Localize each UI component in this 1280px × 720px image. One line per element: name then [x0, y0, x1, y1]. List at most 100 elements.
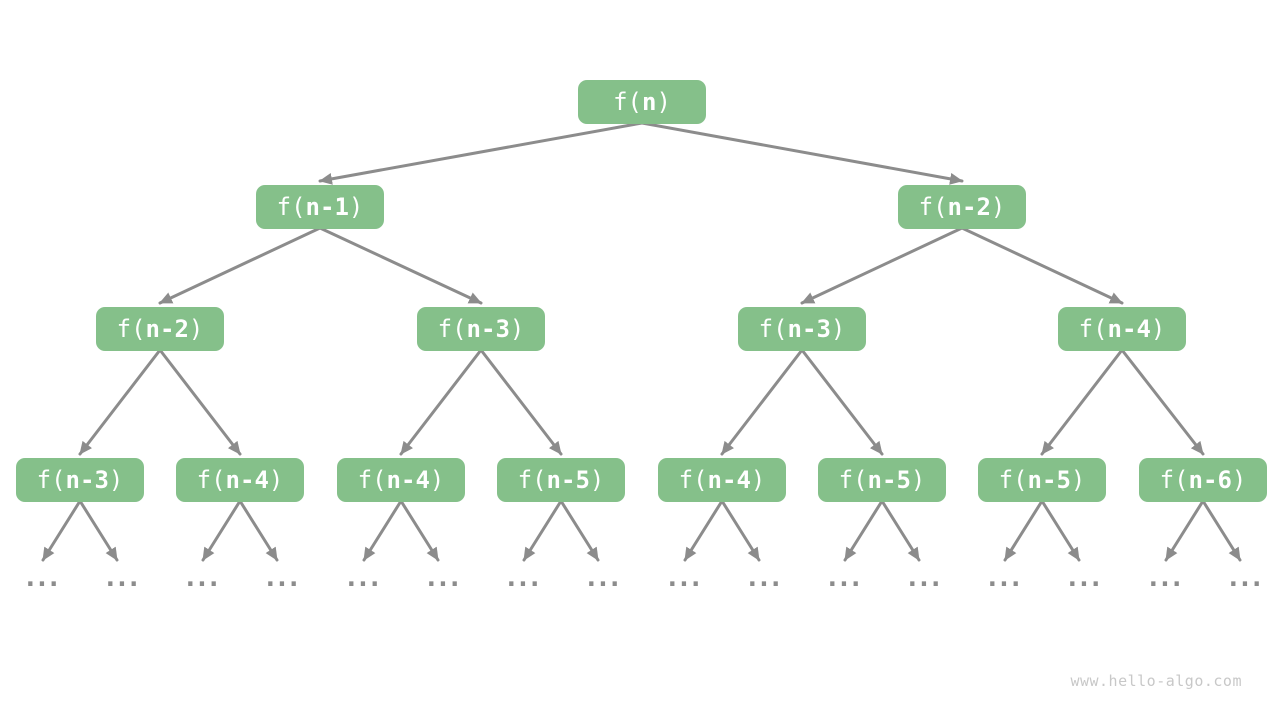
node-label-arg: n-3 [466, 315, 510, 343]
node-label-pre: f( [838, 466, 868, 494]
node-label-pre: f( [517, 466, 547, 494]
edge-arrow [720, 348, 804, 456]
tree-node: f(n-2) [96, 307, 224, 351]
edge-arrow [843, 499, 884, 562]
edge-arrow [522, 499, 563, 562]
edge-arrow [238, 499, 279, 562]
ellipsis: ... [1225, 563, 1265, 593]
ellipsis: ... [583, 563, 623, 593]
ellipsis: ... [664, 563, 704, 593]
edge-arrow [78, 348, 162, 456]
edge-arrow [318, 226, 483, 305]
edge-arrow [41, 499, 82, 562]
ellipsis: ... [182, 563, 222, 593]
node-label-post: ) [589, 466, 605, 494]
node-label-arg: n-4 [225, 466, 269, 494]
node-label-pre: f( [1078, 315, 1108, 343]
ellipsis: ... [904, 563, 944, 593]
edge-arrow [158, 348, 242, 456]
edge-arrow [1003, 499, 1044, 562]
node-label-pre: f( [437, 315, 467, 343]
node-label-post: ) [188, 315, 204, 343]
node-label-arg: n-2 [145, 315, 189, 343]
node-label-arg: n-2 [947, 193, 991, 221]
node-label-post: ) [750, 466, 766, 494]
tree-node: f(n-4) [337, 458, 465, 502]
node-label-post: ) [1070, 466, 1086, 494]
edge-arrow [158, 226, 322, 305]
node-label-pre: f( [758, 315, 788, 343]
tree-node: f(n-6) [1139, 458, 1267, 502]
tree-node: f(n-4) [1058, 307, 1186, 351]
edge-arrow [479, 348, 563, 456]
node-label-arg: n [642, 88, 657, 116]
node-label-post: ) [1231, 466, 1247, 494]
edge-arrow [1040, 348, 1124, 456]
tree-node: f(n-4) [176, 458, 304, 502]
tree-node: f(n-3) [417, 307, 545, 351]
edge-arrow [559, 499, 600, 562]
edge-arrow [1120, 348, 1205, 456]
node-label-pre: f( [357, 466, 387, 494]
node-label-pre: f( [678, 466, 708, 494]
node-label-pre: f( [276, 193, 306, 221]
edge-arrow [683, 499, 724, 562]
node-label-post: ) [268, 466, 284, 494]
node-label-post: ) [656, 88, 671, 116]
node-label-post: ) [509, 315, 525, 343]
ellipsis: ... [423, 563, 463, 593]
ellipsis: ... [503, 563, 543, 593]
node-label-arg: n-3 [787, 315, 831, 343]
tree-node: f(n-3) [738, 307, 866, 351]
watermark: www.hello-algo.com [1070, 672, 1242, 690]
node-label-post: ) [348, 193, 364, 221]
ellipsis: ... [1064, 563, 1104, 593]
edge-arrow [399, 499, 440, 562]
tree-node: f(n-3) [16, 458, 144, 502]
node-label-post: ) [910, 466, 926, 494]
ellipsis: ... [824, 563, 864, 593]
ellipsis: ... [102, 563, 142, 593]
node-label-pre: f( [36, 466, 66, 494]
edge-arrow [1201, 499, 1242, 562]
node-label-post: ) [990, 193, 1006, 221]
tree-node: f(n-4) [658, 458, 786, 502]
ellipsis: ... [984, 563, 1024, 593]
edge-arrow [362, 499, 403, 562]
node-label-pre: f( [998, 466, 1028, 494]
tree-node: f(n-1) [256, 185, 384, 229]
node-label-pre: f( [196, 466, 226, 494]
edge-arrow [800, 226, 964, 305]
edge-arrow [1040, 499, 1081, 562]
tree-node: f(n-5) [497, 458, 625, 502]
node-label-pre: f( [613, 88, 642, 116]
edge-arrow [880, 499, 921, 562]
node-label-pre: f( [918, 193, 948, 221]
node-label-pre: f( [116, 315, 146, 343]
tree-node: f(n-5) [978, 458, 1106, 502]
ellipsis: ... [22, 563, 62, 593]
edge-arrow [78, 499, 119, 562]
ellipsis: ... [1145, 563, 1185, 593]
node-label-arg: n-1 [305, 193, 349, 221]
tree-node: f(n) [578, 80, 706, 124]
node-label-post: ) [830, 315, 846, 343]
edge-arrow [1164, 499, 1205, 562]
tree-node: f(n-5) [818, 458, 946, 502]
edge-arrow [399, 348, 483, 456]
ellipsis: ... [744, 563, 784, 593]
node-label-arg: n-4 [386, 466, 430, 494]
tree-node: f(n-2) [898, 185, 1026, 229]
node-label-arg: n-3 [65, 466, 109, 494]
edge-arrow [318, 121, 644, 185]
node-label-arg: n-5 [867, 466, 911, 494]
node-label-pre: f( [1159, 466, 1189, 494]
node-label-arg: n-4 [707, 466, 751, 494]
node-label-post: ) [108, 466, 124, 494]
edge-arrow [960, 226, 1124, 305]
ellipsis: ... [343, 563, 383, 593]
node-label-post: ) [1150, 315, 1166, 343]
node-label-arg: n-5 [546, 466, 590, 494]
node-label-arg: n-4 [1107, 315, 1151, 343]
